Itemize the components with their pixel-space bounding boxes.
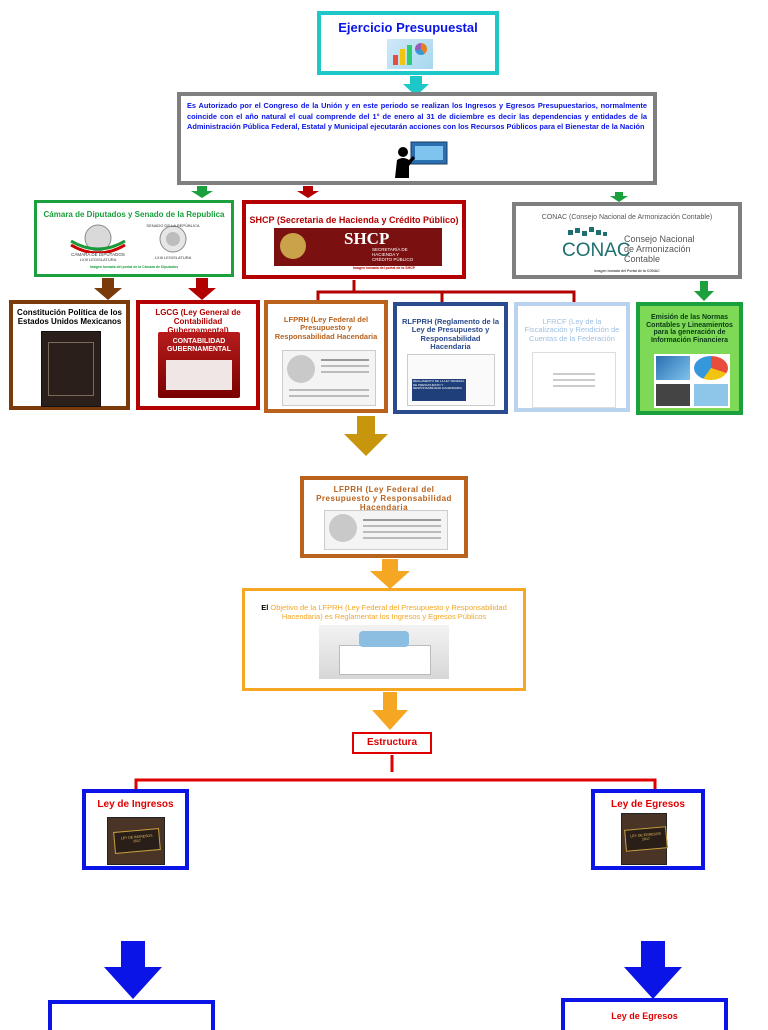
senado-logo-sub: LXIII LEGISLATURA <box>154 255 192 260</box>
rlfprh-label: RLFPRH (Reglamento de la Ley de Presupue… <box>401 317 500 351</box>
rlfprh-doc-image: REGLAMENTO DE LA LEY FEDERAL DE PRESUPUE… <box>407 354 495 406</box>
lgcg-box: LGCG (Ley General de Contabilidad Gubern… <box>136 300 260 410</box>
camara-box: Cámara de Diputados y Senado de la Repub… <box>34 200 234 277</box>
arrow-down-green-2 <box>610 192 628 202</box>
senado-logo-text: SENADO DE LA REPÚBLICA <box>146 223 200 228</box>
shcp-logo-text: SHCP <box>344 229 390 248</box>
objetivo-box: El Objetivo de la LFPRH (Ley Federal del… <box>242 588 526 691</box>
lgcg-label: LGCG (Ley General de Contabilidad Gubern… <box>155 308 241 335</box>
bottom-right-label: Ley de Egresos <box>611 1011 678 1021</box>
ley-egresos-label: Ley de Egresos <box>611 799 685 810</box>
emision-label: Emisión de las Normas Contables y Lineam… <box>646 314 733 345</box>
arrow-down-green-conac <box>694 281 714 301</box>
estructura-label: Estructura <box>366 737 417 748</box>
camara-title: Cámara de Diputados y Senado de la Repub… <box>43 210 225 219</box>
lfprh-big-box: LFPRH (Ley Federal del Presupuesto y Res… <box>300 476 468 558</box>
bottom-right-box: Ley de Egresos <box>561 998 728 1030</box>
emision-box: Emisión de las Normas Contables y Lineam… <box>636 302 743 415</box>
ejercicio-box: Ejercicio Presupuestal <box>317 11 499 75</box>
lfprh-big-doc-image <box>324 510 448 550</box>
arrow-down-orange-2 <box>372 692 408 730</box>
lfprh-big-title: LFPRH (Ley Federal del Presupuesto y Res… <box>316 485 452 512</box>
conac-logo-line2: de Armonización <box>624 244 691 254</box>
ley-ingresos-label: Ley de Ingresos <box>97 799 174 810</box>
bottom-left-box <box>48 1000 215 1030</box>
lfprh-small-box: LFPRH (Ley Federal del Presupuesto y Res… <box>264 300 388 413</box>
budget-chart-image <box>387 39 433 69</box>
lfrcf-box: LFRCF (Ley de la Fiscalización y Rendici… <box>514 302 630 412</box>
objetivo-text-wrap: El Objetivo de la LFPRH (Ley Federal del… <box>253 603 515 621</box>
conac-logo-line3: Contable <box>624 254 661 264</box>
lfrcf-label: LFRCF (Ley de la Fiscalización y Rendici… <box>524 317 620 343</box>
emision-collage-image <box>654 354 730 408</box>
ley-egresos-book-title: LEY DE EGRESOS 2017 <box>630 831 662 842</box>
shcp-caption: Imagen tomada del portal de la SHCP <box>352 266 416 270</box>
conac-box: CONAC (Consejo Nacional de Armonización … <box>512 202 742 279</box>
objetivo-text: Objetivo de la LFPRH (Ley Federal del Pr… <box>270 603 507 621</box>
intro-text: Es Autorizado por el Congreso de la Unió… <box>187 101 647 132</box>
constitucion-box: Constitución Política de los Estados Uni… <box>9 300 130 410</box>
ley-ingresos-book-title: LEY DE INGRESOS 2017 <box>120 833 153 844</box>
rlfprh-doc-text: REGLAMENTO DE LA LEY FEDERAL DE PRESUPUE… <box>413 379 465 391</box>
objetivo-image <box>319 625 449 679</box>
objetivo-prefix: El <box>261 603 269 612</box>
lgcg-book-title: CONTABILIDAD GUBERNAMENTAL <box>166 338 232 353</box>
arrow-down-brown-camara <box>94 278 122 300</box>
estructura-connector <box>134 755 657 791</box>
arrow-down-green-1 <box>191 186 213 198</box>
arrow-down-red-camara <box>188 278 216 300</box>
conac-logo-text: CONAC <box>562 240 631 261</box>
ley-egresos-box: Ley de Egresos LEY DE EGRESOS 2017 <box>591 789 705 870</box>
intro-box: Es Autorizado por el Congreso de la Unió… <box>177 92 657 185</box>
senado-logo: SENADO DE LA REPÚBLICA LXIII LEGISLATURA <box>143 223 203 261</box>
arrow-down-orange-1 <box>370 559 410 589</box>
constitucion-label: Constitución Política de los Estados Uni… <box>17 308 122 326</box>
lgcg-book-image: CONTABILIDAD GUBERNAMENTAL <box>158 332 240 398</box>
arrow-down-red-1 <box>297 186 319 198</box>
shcp-logo-sub2: HACIENDA Y <box>372 252 400 257</box>
estructura-box: Estructura <box>352 732 432 754</box>
shcp-logo-sub1: SECRETARÍA DE <box>372 247 408 252</box>
shcp-logo-sub3: CRÉDITO PÚBLICO <box>372 257 414 262</box>
rlfprh-box: RLFPRH (Reglamento de la Ley de Presupue… <box>393 302 508 414</box>
ley-egresos-book-image: LEY DE EGRESOS 2017 <box>621 813 668 865</box>
conac-logo-line1: Consejo Nacional <box>624 234 695 244</box>
camara-logo-sub: LXIII LEGISLATURA <box>79 257 117 262</box>
constitucion-book-image <box>41 331 101 407</box>
camara-logo-text: CÁMARA DE DIPUTADOS <box>71 252 125 257</box>
lfprh-small-doc-image <box>282 350 376 406</box>
arrow-down-blue-right <box>624 941 682 999</box>
conac-title: CONAC (Consejo Nacional de Armonización … <box>541 214 713 221</box>
ley-ingresos-box: Ley de Ingresos LEY DE INGRESOS 2017 <box>82 789 189 870</box>
shcp-logo: SHCP SECRETARÍA DE HACIENDA Y CRÉDITO PÚ… <box>274 228 442 266</box>
lfrcf-doc-image <box>532 352 616 408</box>
conac-caption: Imagen tomada del Portal de la CONAC <box>594 269 660 273</box>
conac-logo: CONAC Consejo Nacional de Armonización C… <box>558 226 708 270</box>
shcp-box: SHCP (Secretaria de Hacienda y Crédito P… <box>242 200 466 279</box>
lfprh-small-label: LFPRH (Ley Federal del Presupuesto y Res… <box>274 315 378 341</box>
arrow-down-teal <box>403 76 429 96</box>
ley-ingresos-book-image: LEY DE INGRESOS 2017 <box>107 817 165 865</box>
presenter-icon <box>391 140 451 178</box>
camara-caption: Imagen tomada del portal de la Cámara de… <box>89 265 179 269</box>
arrow-down-blue-left <box>104 941 162 999</box>
camara-diputados-logo: CÁMARA DE DIPUTADOS LXIII LEGISLATURA <box>63 223 133 262</box>
ejercicio-title: Ejercicio Presupuestal <box>338 20 478 35</box>
arrow-down-gold-big <box>344 416 388 456</box>
shcp-title: SHCP (Secretaria de Hacienda y Crédito P… <box>249 215 459 225</box>
